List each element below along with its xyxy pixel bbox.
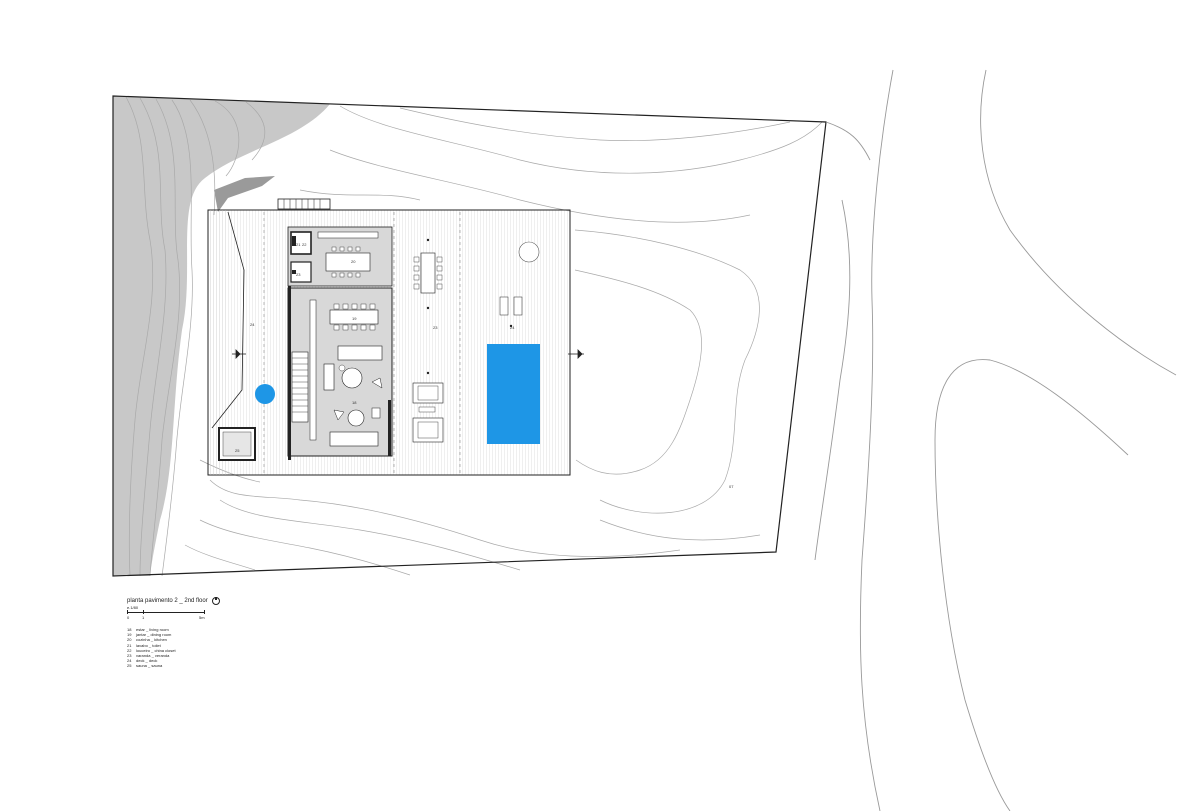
room-label-19: 19 xyxy=(352,316,357,321)
north-arrow-icon xyxy=(211,597,220,605)
living-sofa-bottom xyxy=(329,431,379,447)
contour-lines xyxy=(125,96,823,577)
room-label-18: 18 xyxy=(352,400,357,405)
glazing-lines xyxy=(300,288,393,457)
veranda-table xyxy=(420,252,436,294)
drawing-title-row: planta pavimento 2 _ 2nd floor xyxy=(127,597,220,605)
room-label-22: 22 xyxy=(302,242,307,247)
side-table xyxy=(347,409,365,427)
room-label-07: 07 xyxy=(729,484,734,489)
section-markers xyxy=(232,349,584,359)
room-label-20: 20 xyxy=(351,259,356,264)
scale-tick-1: 1 xyxy=(142,615,145,620)
scale-tick-5m: 5m xyxy=(199,615,205,620)
hill-rock xyxy=(214,176,275,212)
site-boundary xyxy=(112,95,827,577)
hill-mass xyxy=(113,96,330,576)
scale-note: e.1/80 xyxy=(127,605,139,610)
scale-bar: 0 1 5m xyxy=(127,610,205,621)
kitchen-counter xyxy=(317,231,379,239)
armchair-2 xyxy=(333,409,345,421)
coffee-table xyxy=(341,367,363,389)
living-sofa-top xyxy=(337,345,383,361)
deck-lounger-2 xyxy=(513,296,523,316)
armchair-1 xyxy=(371,377,383,389)
room-label-24b: 24 xyxy=(510,325,515,330)
legend-block: planta pavimento 2 _ 2nd floor e.1/80 0 … xyxy=(127,597,220,669)
china-closet xyxy=(290,261,312,283)
deck-lounger-1 xyxy=(499,296,509,316)
kitchen-island xyxy=(325,252,371,272)
road-curves xyxy=(814,69,1177,811)
room-label-25: 25 xyxy=(235,448,240,453)
sideboard xyxy=(309,299,317,441)
room-label-23b: 23 xyxy=(433,325,438,330)
deck-edge xyxy=(211,211,245,429)
room-label-24a: 24 xyxy=(250,322,255,327)
deck-left-extension xyxy=(208,210,228,475)
swimming-pool xyxy=(487,344,540,444)
room-label-23a: 23 xyxy=(296,272,301,277)
drawing-title: planta pavimento 2 _ 2nd floor xyxy=(127,597,208,604)
room-label-21: 21 xyxy=(296,242,301,247)
entry-stair xyxy=(277,198,331,210)
scale-tick-0: 0 xyxy=(127,615,130,620)
hot-tub xyxy=(518,241,540,263)
interior-stair xyxy=(291,351,309,423)
dining-table xyxy=(329,309,379,325)
round-planter xyxy=(255,384,275,404)
living-sofa-left xyxy=(323,363,335,391)
structural-grid xyxy=(263,212,461,473)
